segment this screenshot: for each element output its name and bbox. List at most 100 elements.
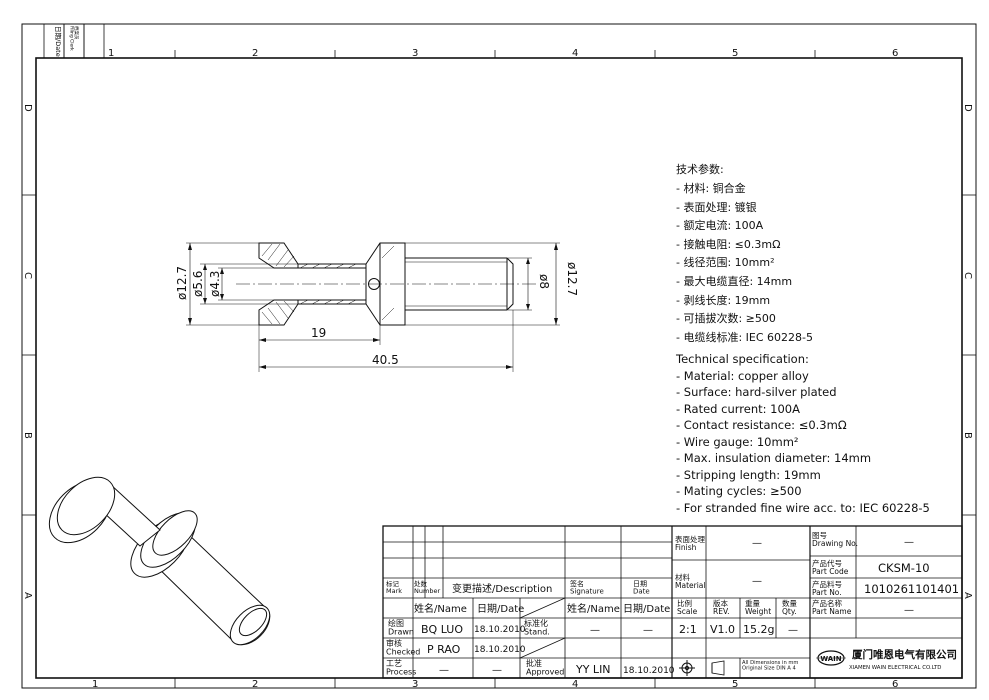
tb-scale-value: 2:1 <box>679 623 697 636</box>
side-tab-clerk: 档案员Filing Clerk <box>68 26 80 51</box>
tb-process-date: — <box>492 665 502 676</box>
col-top-1: 1 <box>108 48 114 59</box>
spec-cn-line-5: - 最大电缆直径: 14mm <box>676 274 792 288</box>
col-bottom-4: 4 <box>572 679 578 690</box>
title-block <box>382 525 963 679</box>
row-right-d: D <box>962 104 973 112</box>
spec-cn-line-4: - 线径范围: 10mm² <box>676 255 775 269</box>
col-bottom-3: 3 <box>412 679 418 690</box>
dim-d5-6: ø5.6 <box>191 271 205 297</box>
row-right-a: A <box>962 592 973 599</box>
pin <box>404 257 508 311</box>
col-top-5: 5 <box>732 48 738 59</box>
grid-labels: 1 2 3 4 5 6 1 2 3 4 5 6 D C B A D C B A <box>22 48 973 690</box>
tb-approved-name: YY LIN <box>575 663 611 676</box>
tb-weight-value: 15.2g <box>743 623 774 636</box>
tb-drawn-name: BQ LUO <box>421 623 463 636</box>
col-bottom-1: 1 <box>92 679 98 690</box>
spec-en-line-4: - Wire gauge: 10mm² <box>676 435 799 449</box>
dimension-labels: ø12.7 ø5.6 ø4.3 ø8 ø12.7 19 40.5 <box>175 262 579 367</box>
dim-d12-7-right: ø12.7 <box>565 262 579 296</box>
dim-len-19: 19 <box>311 326 326 340</box>
projection-symbol <box>679 660 725 676</box>
logo-text: WAIN <box>820 655 841 663</box>
tb-drawing-no-value: — <box>904 537 914 548</box>
spec-en-line-7: - Mating cycles: ≥500 <box>676 484 802 498</box>
tb-material-value: — <box>752 576 762 587</box>
tb-company-cn: 厦门唯恩电气有限公司 <box>852 648 957 661</box>
col-top-4: 4 <box>572 48 578 59</box>
spec-cn-title: 技术参数: <box>676 162 724 176</box>
row-left-d: D <box>22 104 33 112</box>
tb-date-h2: 日期/Date <box>477 603 524 615</box>
spec-cn-line-7: - 可插拔次数: ≥500 <box>676 311 776 325</box>
spec-en-line-2: - Rated current: 100A <box>676 402 800 416</box>
spec-en-line-5: - Max. insulation diameter: 14mm <box>676 451 871 465</box>
side-tab: 日期/Date 档案员Filing Clerk <box>43 23 105 59</box>
tb-rev-value: V1.0 <box>710 623 735 636</box>
col-bottom-5: 5 <box>732 679 738 690</box>
spec-en-line-8: - For stranded fine wire acc. to: IEC 60… <box>676 501 930 515</box>
row-right-c: C <box>962 272 973 279</box>
inspection-hole <box>368 278 380 290</box>
col-bottom-2: 2 <box>252 679 258 690</box>
spec-cn-line-3: - 接触电阻: ≤0.3mΩ <box>676 237 781 251</box>
tb-name-h3: 姓名/Name <box>567 602 620 615</box>
spec-cn-line-6: - 剥线长度: 19mm <box>676 293 770 307</box>
iso-view <box>48 476 271 646</box>
spec-en-line-3: - Contact resistance: ≤0.3mΩ <box>676 418 847 432</box>
spec-cn-line-1: - 表面处理: 镀银 <box>676 200 757 214</box>
tb-checked-date: 18.10.2010 <box>474 645 526 655</box>
grid-ticks <box>22 50 976 688</box>
tb-part-name-value: — <box>904 605 914 616</box>
tb-qty-value: — <box>788 625 798 636</box>
spec-cn-block: 技术参数: - 材料: 铜合金 - 表面处理: 镀银 - 额定电流: 100A … <box>676 162 813 344</box>
tb-stand-date: — <box>643 625 653 636</box>
row-left-b: B <box>22 432 33 439</box>
dim-len-40-5: 40.5 <box>372 353 399 367</box>
tb-finish-value: — <box>752 538 762 549</box>
col-top-3: 3 <box>412 48 418 59</box>
col-top-2: 2 <box>252 48 258 59</box>
company-logo: WAIN <box>816 650 846 666</box>
spec-cn-line-0: - 材料: 铜合金 <box>676 181 746 195</box>
row-left-a: A <box>22 592 33 599</box>
tb-name-h: 姓名/Name <box>414 602 467 615</box>
tb-part-code-value: CKSM-10 <box>878 561 930 575</box>
tb-checked-name: P RAO <box>427 643 461 656</box>
hatch-lines <box>261 243 395 325</box>
tb-desc: 变更描述/Description <box>452 582 552 595</box>
spec-en-line-1: - Surface: hard-silver plated <box>676 385 837 399</box>
spec-en-title: Technical specification: <box>675 352 809 366</box>
tb-drawn-date: 18.10.2010 <box>474 625 526 635</box>
dim-d12-7-left: ø12.7 <box>175 266 189 300</box>
pin-tip <box>506 257 514 311</box>
row-right-b: B <box>962 432 973 439</box>
side-tab-date: 日期/Date <box>54 26 62 57</box>
tb-part-no-value: 1010261101401 <box>864 582 959 596</box>
tb-process-name: — <box>439 665 449 676</box>
tb-date-h4: 日期/Date <box>623 603 670 615</box>
col-top-6: 6 <box>892 48 898 59</box>
tb-stand-name: — <box>590 625 600 636</box>
dim-d8: ø8 <box>537 274 551 289</box>
dim-d4-3: ø4.3 <box>208 271 222 297</box>
